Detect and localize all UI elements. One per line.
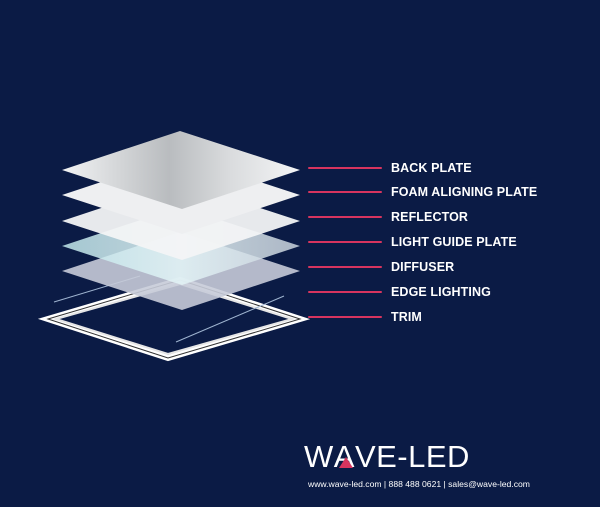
label-text: FOAM ALIGNING PLATE: [391, 185, 538, 199]
label-text: EDGE LIGHTING: [391, 285, 491, 299]
label-back-plate: BACK PLATE: [308, 161, 472, 175]
pointer-line: [308, 191, 382, 193]
label-text: BACK PLATE: [391, 161, 472, 175]
exploded-panel-diagram: [37, 131, 311, 362]
pointer-line: [308, 316, 382, 318]
label-light-guide-plate: LIGHT GUIDE PLATE: [308, 235, 517, 249]
label-text: DIFFUSER: [391, 260, 455, 274]
label-trim: TRIM: [308, 310, 422, 324]
logo-part: VE-LED: [354, 439, 470, 474]
label-text: TRIM: [391, 310, 422, 324]
label-text: LIGHT GUIDE PLATE: [391, 235, 517, 249]
label-reflector: REFLECTOR: [308, 210, 468, 224]
pointer-line: [308, 291, 382, 293]
contact-info: www.wave-led.com | 888 488 0621 | sales@…: [308, 479, 530, 489]
logo-part: W: [304, 439, 334, 474]
label-foam-aligning-plate: FOAM ALIGNING PLATE: [308, 185, 537, 199]
label-edge-lighting: EDGE LIGHTING: [308, 285, 491, 299]
pointer-line: [308, 167, 382, 169]
back-plate-layer: [62, 131, 300, 209]
label-diffuser: DIFFUSER: [308, 260, 454, 274]
label-text: REFLECTOR: [391, 210, 469, 224]
pointer-line: [308, 216, 382, 218]
pointer-line: [308, 266, 382, 268]
logo-a-triangle-icon: A: [334, 440, 355, 474]
pointer-line: [308, 241, 382, 243]
